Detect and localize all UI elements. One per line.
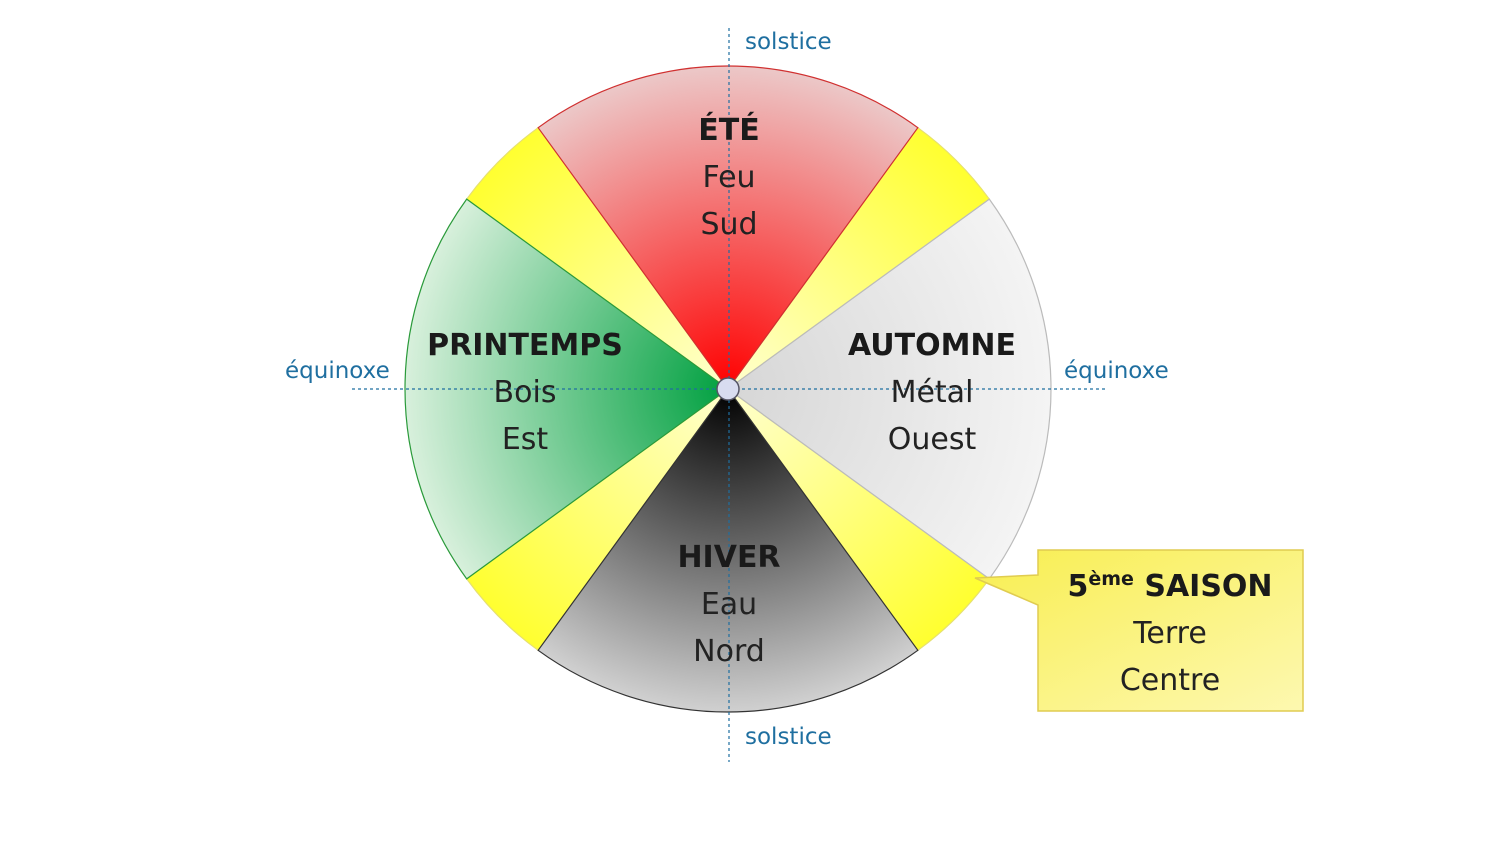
axis-label-bottom: solstice: [745, 724, 832, 750]
season-direction: Sud: [700, 207, 757, 242]
sector-printemps: [404, 198, 730, 580]
season-element: Eau: [701, 587, 757, 622]
callout-title: 5ème SAISON: [1067, 568, 1272, 604]
season-label-printemps: PRINTEMPS Bois Est: [427, 328, 623, 457]
season-element: Feu: [702, 160, 755, 195]
callout-direction: Centre: [1120, 663, 1220, 698]
season-title: AUTOMNE: [848, 328, 1016, 363]
axis-label-right: équinoxe: [1064, 358, 1169, 384]
season-title: HIVER: [677, 540, 780, 575]
callout-element: Terre: [1132, 616, 1207, 651]
season-element: Métal: [891, 375, 974, 410]
axes: [352, 28, 1106, 762]
callout-box: [974, 549, 1304, 712]
season-direction: Ouest: [888, 422, 977, 457]
sector-automne: [726, 198, 1052, 580]
season-title: PRINTEMPS: [427, 328, 623, 363]
season-label-automne: AUTOMNE Métal Ouest: [848, 328, 1016, 457]
sector-ete: [537, 65, 919, 391]
season-title: ÉTÉ: [698, 112, 759, 148]
season-direction: Nord: [693, 634, 765, 669]
axis-label-top: solstice: [745, 29, 832, 55]
center-point: [716, 377, 740, 401]
season-label-ete: ÉTÉ Feu Sud: [698, 112, 759, 242]
season-wheel: [404, 65, 1052, 713]
season-element: Bois: [494, 375, 557, 410]
axis-label-left: équinoxe: [285, 358, 390, 384]
sector-hiver: [537, 387, 919, 713]
season-label-hiver: HIVER Eau Nord: [677, 540, 780, 669]
fifth-season-callout: 5ème SAISON Terre Centre: [974, 549, 1304, 712]
season-direction: Est: [502, 422, 549, 457]
